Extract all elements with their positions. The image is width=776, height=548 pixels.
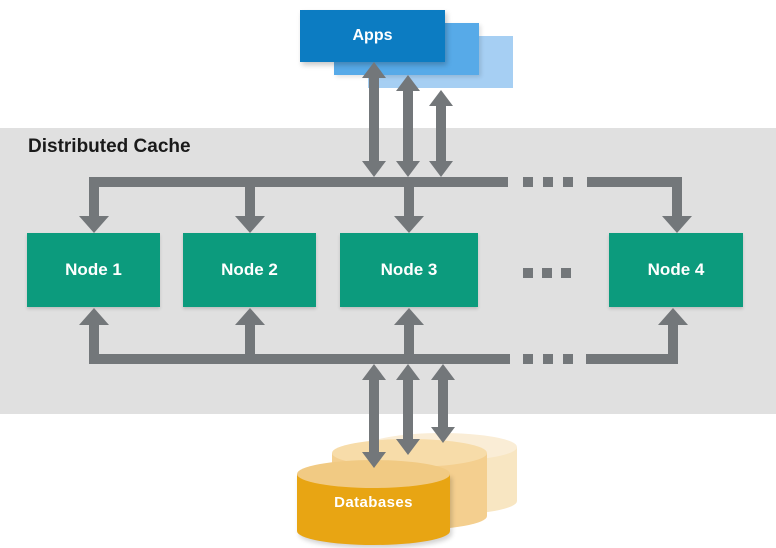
ellipsis-dash [542,268,552,278]
arrowhead-down-icon [79,216,109,233]
arrowhead-down-icon [431,427,455,443]
arrow-shaft [404,325,414,364]
node-3-box: Node 3 [340,233,478,307]
line-segment [586,354,678,364]
arrowhead-down-icon [394,216,424,233]
arrow-shaft [404,177,414,216]
arrowhead-down-icon [662,216,692,233]
arrowhead-up-icon [396,75,420,91]
arrow-shaft [438,380,448,427]
arrowhead-up-icon [431,364,455,380]
apps-label: Apps [352,27,393,44]
arrow-shaft [245,177,255,216]
arrow-shaft [369,380,379,452]
arrowhead-up-icon [362,364,386,380]
node-3-label: Node 3 [380,260,438,279]
arrow-shaft [369,78,379,161]
node-4-label: Node 4 [647,260,705,279]
arrow-shaft [668,325,678,364]
line-ellipsis-dash [543,177,553,187]
line-ellipsis-dash [543,354,553,364]
arrowhead-down-icon [362,452,386,468]
line-ellipsis-dash [523,354,533,364]
arrowhead-down-icon [362,161,386,177]
node-2-box: Node 2 [183,233,316,307]
arrowhead-up-icon [79,308,109,325]
node-1-label: Node 1 [65,260,122,279]
cache-title: Distributed Cache [28,136,191,157]
arrow-shaft [245,325,255,364]
arrowhead-down-icon [429,161,453,177]
ellipsis-dash [561,268,571,278]
arrow-shaft [436,106,446,161]
line-ellipsis-dash [523,177,533,187]
arrow-shaft [89,325,99,364]
arrow-shaft [403,380,413,439]
apps-box-front: Apps [300,10,445,62]
arrowhead-down-icon [396,439,420,455]
line-segment [587,177,682,187]
arrowhead-up-icon [658,308,688,325]
arrow-shaft [403,91,413,161]
arrowhead-up-icon [394,308,424,325]
arrowhead-down-icon [235,216,265,233]
node-4-box: Node 4 [609,233,743,307]
line-ellipsis-dash [563,354,573,364]
arrowhead-up-icon [396,364,420,380]
node-1-box: Node 1 [27,233,160,307]
line-segment [89,354,510,364]
arrowhead-down-icon [396,161,420,177]
arrowhead-up-icon [235,308,265,325]
ellipsis-dash [523,268,533,278]
node-2-label: Node 2 [221,260,278,279]
arrowhead-up-icon [429,90,453,106]
line-segment [89,177,508,187]
databases-label: Databases [334,494,413,511]
arrowhead-up-icon [362,62,386,78]
arrow-shaft [89,177,99,216]
line-ellipsis-dash [563,177,573,187]
arrow-shaft [672,177,682,216]
